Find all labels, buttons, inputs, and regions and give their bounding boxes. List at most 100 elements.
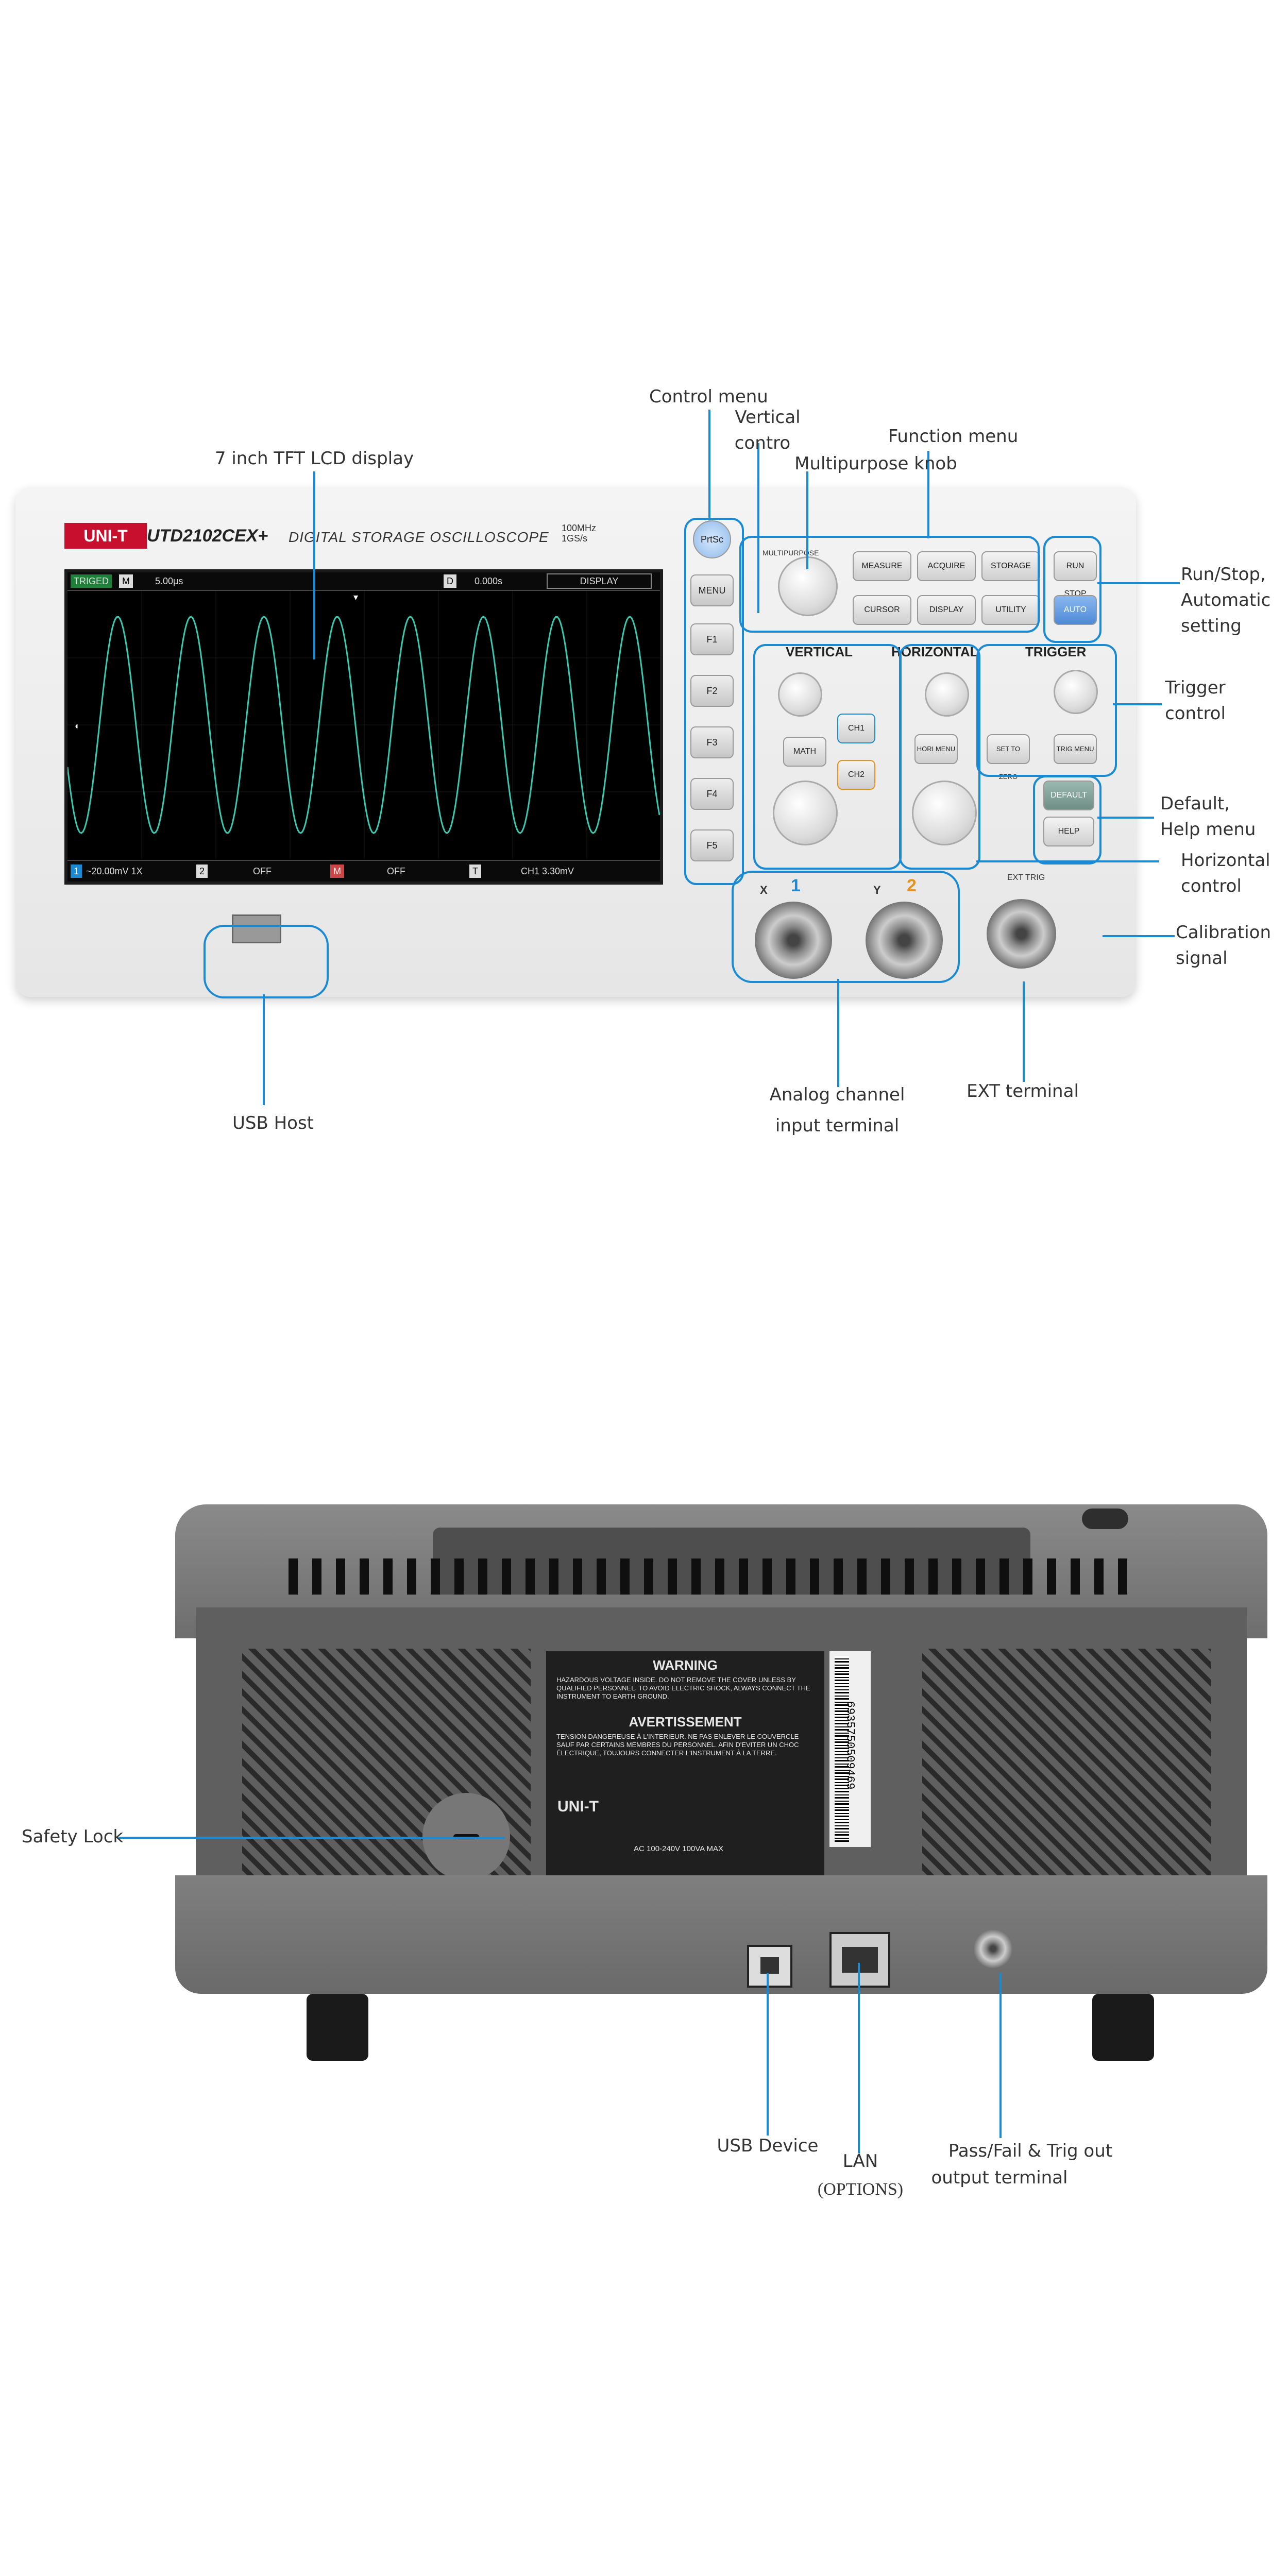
svg-text:◖: ◖ xyxy=(74,721,79,731)
delay-readout: 0.000s xyxy=(474,576,503,586)
control-menu-highlight xyxy=(684,518,744,885)
function-menu-callout: Function menu xyxy=(888,426,1019,447)
pass-fail-callout-line2: output terminal xyxy=(931,2167,1068,2188)
horizontal-control-highlight xyxy=(899,644,980,870)
ext-trig-bnc[interactable] xyxy=(987,899,1056,969)
usb-device-port[interactable] xyxy=(747,1945,792,1988)
delay-indicator: D xyxy=(444,574,456,588)
multipurpose-knob-callout: Multipurpose knob xyxy=(794,453,957,474)
ch1-button[interactable]: CH1 xyxy=(837,714,875,743)
run-stop-callout-line3: setting xyxy=(1181,616,1242,636)
pass-fail-trig-out-bnc[interactable] xyxy=(974,1929,1012,1968)
run-stop-button[interactable]: RUN STOP xyxy=(1054,551,1097,598)
math-button[interactable]: MATH xyxy=(783,737,826,767)
menu-button[interactable]: MENU xyxy=(690,574,734,606)
ch2-bnc-input[interactable] xyxy=(866,902,943,979)
cursor-button[interactable]: CURSOR xyxy=(853,595,911,625)
warning-text: HAZARDOUS VOLTAGE INSIDE. DO NOT REMOVE … xyxy=(556,1676,810,1700)
trig-menu-button[interactable]: TRIG MENU xyxy=(1054,734,1097,764)
lcd-screen: TRIGED M 5.00μs D 0.000s DISPLAY ◖ ▾ 1 ~… xyxy=(64,569,663,885)
bandwidth-spec: 100MHz xyxy=(562,523,597,533)
analog-input-callout-line2: input terminal xyxy=(775,1115,900,1136)
f5-softkey[interactable]: F5 xyxy=(690,829,734,861)
horizontal-position-knob[interactable] xyxy=(925,672,969,717)
function-menu-highlight xyxy=(739,536,1040,633)
ch2-input-number: 2 xyxy=(907,876,917,895)
lcd-display-callout: 7 inch TFT LCD display xyxy=(214,448,414,469)
top-vent-slots xyxy=(289,1558,1133,1595)
acquire-button[interactable]: ACQUIRE xyxy=(917,551,976,581)
vertical-control-highlight xyxy=(753,644,902,870)
horizontal-control-callout-line1: Horizontal xyxy=(1181,850,1270,871)
control-menu-callout: Control menu xyxy=(649,386,768,407)
prtsc-button[interactable]: PrtSc xyxy=(693,520,731,558)
timebase-readout: 5.00μs xyxy=(155,576,183,586)
horizontal-control-callout-line2: control xyxy=(1181,876,1242,896)
rear-left-foot xyxy=(307,1994,368,2061)
spec-label: 100MHz 1GS/s xyxy=(562,523,596,544)
run-stop-highlight xyxy=(1043,536,1101,643)
multipurpose-label: MULTIPURPOSE xyxy=(762,549,819,557)
pass-fail-callout-line1: Pass/Fail & Trig out xyxy=(948,2141,1113,2161)
trigger-level-knob[interactable] xyxy=(1054,670,1098,714)
usb-host-port[interactable] xyxy=(232,914,281,943)
ext-trig-label: EXT TRIG xyxy=(1007,873,1045,882)
vertical-control-callout-line1: Vertical xyxy=(735,407,801,428)
svg-text:▾: ▾ xyxy=(353,592,358,602)
usb-host-callout: USB Host xyxy=(232,1113,314,1133)
auto-button[interactable]: AUTO xyxy=(1054,595,1097,625)
usb-device-callout: USB Device xyxy=(717,2136,819,2156)
run-stop-callout-line1: Run/Stop, xyxy=(1181,564,1266,585)
analog-input-highlight xyxy=(732,871,960,983)
avertissement-text: TENSION DANGEREUSE À L'INTERIEUR. NE PAS… xyxy=(556,1733,799,1757)
right-vent-grille xyxy=(922,1649,1211,1880)
f2-softkey[interactable]: F2 xyxy=(690,675,734,707)
display-button[interactable]: DISPLAY xyxy=(917,595,976,625)
rear-base xyxy=(175,1875,1267,1994)
f1-softkey[interactable]: F1 xyxy=(690,623,734,655)
warning-label-plate: WARNING HAZARDOUS VOLTAGE INSIDE. DO NOT… xyxy=(546,1651,824,1893)
ch1-sine-trace xyxy=(67,616,660,834)
lan-port[interactable] xyxy=(829,1932,890,1988)
f3-softkey[interactable]: F3 xyxy=(690,726,734,758)
hori-menu-button[interactable]: HORI MENU xyxy=(914,734,958,764)
ch1-input-number: 1 xyxy=(791,876,801,895)
vertical-control-callout-line2: contro xyxy=(734,433,791,453)
utility-button[interactable]: UTILITY xyxy=(981,595,1040,625)
sample-rate-spec: 1GS/s xyxy=(562,533,588,544)
volts-div-knob[interactable] xyxy=(773,781,838,845)
default-help-callout-line1: Default, xyxy=(1160,793,1230,814)
math-state-readout: OFF xyxy=(387,866,405,876)
oscilloscope-rear-panel: WARNING HAZARDOUS VOLTAGE INSIDE. DO NOT… xyxy=(175,1504,1267,2061)
barcode-sticker: 6935750509469 xyxy=(829,1651,871,1847)
lan-callout-line2: (OPTIONS) xyxy=(817,2180,904,2199)
warning-title: WARNING xyxy=(653,1657,718,1673)
storage-button[interactable]: STORAGE xyxy=(981,551,1040,581)
calibration-callout-line2: signal xyxy=(1176,948,1228,969)
trigger-level-readout: CH1 3.30mV xyxy=(521,866,574,876)
sec-div-knob[interactable] xyxy=(912,781,977,845)
power-rating: AC 100-240V 100VA MAX xyxy=(634,1844,723,1853)
trigger-control-callout-line1: Trigger xyxy=(1165,677,1226,698)
vertical-position-knob[interactable] xyxy=(778,672,822,717)
measure-button[interactable]: MEASURE xyxy=(853,551,911,581)
f4-softkey[interactable]: F4 xyxy=(690,778,734,810)
screen-bottom-bar: 1 ~20.00mV 1X 2 OFF M OFF T CH1 3.30mV xyxy=(67,860,660,882)
default-help-highlight xyxy=(1033,775,1101,865)
ch1-x-label: X xyxy=(760,884,768,896)
vertical-section-title: VERTICAL xyxy=(786,644,853,659)
ch2-state-readout: OFF xyxy=(253,866,272,876)
ch2-button[interactable]: CH2 xyxy=(837,760,875,790)
rear-brand-logo: UNI-T xyxy=(557,1798,599,1815)
product-subtitle: DIGITAL STORAGE OSCILLOSCOPE xyxy=(289,529,549,545)
set-to-zero-button[interactable]: SET TO ZERO xyxy=(987,734,1030,781)
ch1-scale-readout: ~20.00mV 1X xyxy=(86,866,143,876)
default-button[interactable]: DEFAULT xyxy=(1043,781,1094,810)
trigger-section-title: TRIGGER xyxy=(1025,644,1087,659)
display-menu-tab: DISPLAY xyxy=(547,573,652,589)
lan-callout-line1: LAN xyxy=(842,2151,878,2172)
help-button[interactable]: HELP xyxy=(1043,817,1094,846)
rear-right-foot xyxy=(1092,1994,1154,2061)
ch1-bnc-input[interactable] xyxy=(755,902,832,979)
power-button[interactable] xyxy=(1082,1509,1128,1529)
